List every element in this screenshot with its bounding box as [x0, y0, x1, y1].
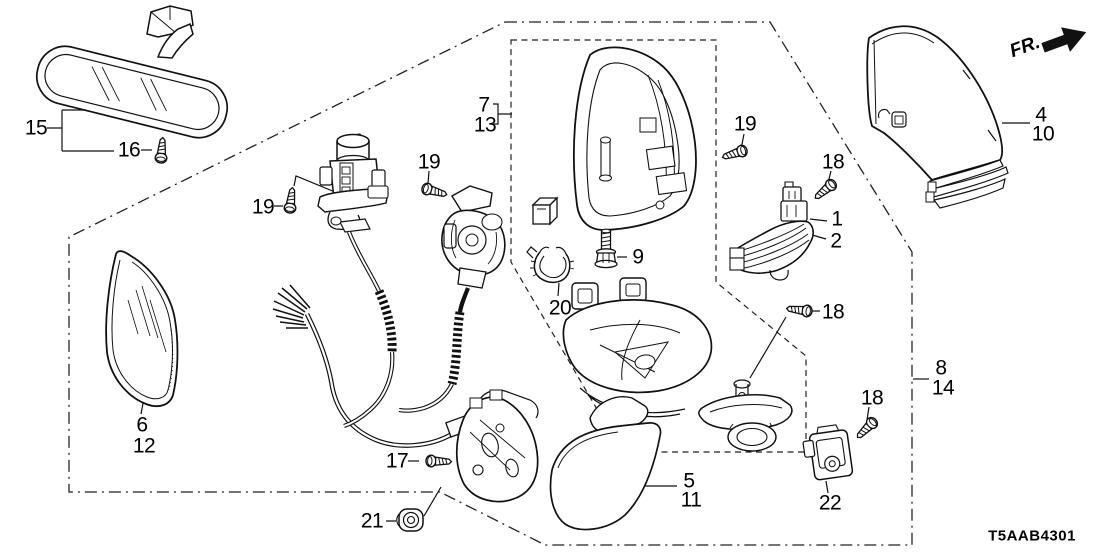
callout-2: 2 — [830, 229, 842, 253]
harness-fray — [272, 284, 311, 329]
callout-8: 8 — [935, 356, 947, 380]
callout-15: 15 — [24, 116, 48, 140]
part-harness-clamp — [526, 246, 575, 284]
callout-12: 12 — [132, 434, 156, 458]
callout-17: 17 — [385, 449, 409, 473]
callout-14: 14 — [931, 376, 955, 400]
part-square-clip — [531, 196, 559, 226]
callout-18-a: 18 — [821, 150, 845, 174]
callout-6: 6 — [136, 413, 148, 437]
callout-22: 22 — [818, 491, 842, 515]
callout-11: 11 — [680, 488, 702, 512]
part-folding-actuator — [802, 424, 854, 481]
callout-13: 13 — [473, 113, 497, 137]
callout-7: 7 — [478, 93, 490, 117]
callout-9: 9 — [632, 245, 644, 269]
callout-19-b: 19 — [417, 150, 441, 174]
part-mirror-glass — [105, 250, 179, 408]
housing-dashed-box — [510, 39, 807, 453]
part-mirror-actuator-b — [441, 185, 506, 289]
callout-18-c: 18 — [860, 386, 884, 410]
part-mirror-actuator-a — [317, 133, 389, 233]
harness-coil — [374, 289, 397, 353]
callout-4: 4 — [1035, 103, 1047, 127]
part-interior-mirror — [35, 5, 229, 139]
diagram-code: T5AAB4301 — [988, 527, 1076, 545]
callout-21: 21 — [360, 509, 384, 533]
part-lower-cover — [549, 396, 662, 531]
callout-1: 1 — [831, 207, 843, 231]
region-boundary — [68, 21, 913, 546]
part-nut-21 — [396, 508, 424, 532]
harness-coil — [447, 311, 465, 386]
callout-16: 16 — [117, 138, 141, 162]
callout-18-b: 18 — [821, 300, 845, 324]
callout-19-a: 19 — [251, 195, 275, 219]
part-wire-harness — [272, 231, 471, 448]
part-turn-signal-lamp — [729, 181, 814, 281]
part-mirror-housing — [572, 46, 697, 231]
part-mirror-base — [455, 389, 539, 503]
fr-direction-arrow — [1041, 27, 1087, 53]
mirror-stem — [156, 22, 194, 59]
callout-20: 20 — [548, 296, 572, 320]
part-mirror-cap — [866, 25, 1009, 209]
callout-10: 10 — [1031, 122, 1055, 146]
part-mirror-holder — [698, 379, 793, 452]
callout-5: 5 — [683, 469, 695, 493]
part-base-bracket — [562, 277, 713, 418]
part-bolt-9 — [594, 228, 618, 269]
callout-19-c: 19 — [733, 112, 757, 136]
